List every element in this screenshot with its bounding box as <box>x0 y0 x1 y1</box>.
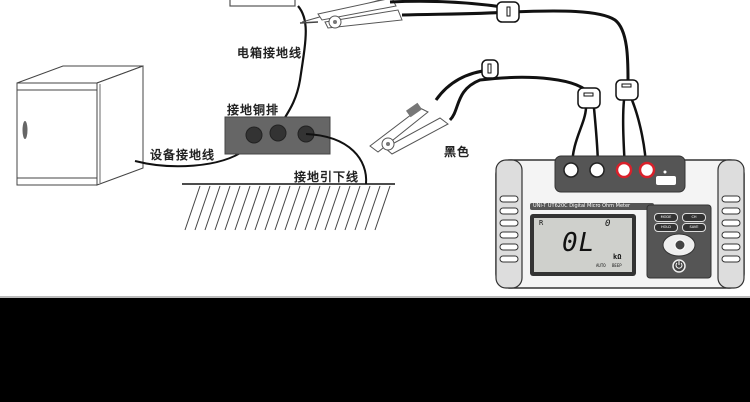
cabinet-ground-wire-label: 电箱接地线 <box>237 46 303 60</box>
ground-down-lead-label: 接地引下线 <box>294 170 360 184</box>
equipment-ground-wire-label: 设备接地线 <box>150 148 216 162</box>
ground-copper-bar-label: 接地铜排 <box>227 103 280 117</box>
meter-brand-strip: UNI-T UT620C Digital Micro Ohm Meter <box>533 203 630 209</box>
save-button[interactable]: SAVE <box>682 223 706 232</box>
copper-ground-bar <box>224 116 331 155</box>
lcd-index: 0 <box>605 219 611 229</box>
hold-button[interactable]: HOLD <box>654 223 678 232</box>
diagram-graphics <box>16 0 745 289</box>
dpad-enter-button[interactable] <box>663 234 695 256</box>
right-cable-splitter <box>615 79 639 101</box>
left-cable-splitter <box>577 87 601 109</box>
middle-cable-splitter <box>481 59 499 79</box>
black-lead-label: 黑色 <box>444 145 471 159</box>
bottom-banner <box>0 296 750 402</box>
meter-description: Digital Micro Ohm Meter <box>569 203 631 209</box>
lcd-reading: 0L <box>562 228 596 258</box>
top-kelvin-clip <box>299 0 403 29</box>
mode-button[interactable]: MODE <box>654 213 678 222</box>
lcd-mode: R <box>539 219 544 227</box>
middle-kelvin-clip <box>369 102 449 155</box>
ground-hatching <box>182 183 395 231</box>
power-button[interactable] <box>673 260 685 272</box>
wiring-diagram: 电箱接地线 接地铜排 设备接地线 接地引下线 黑色 UNI-T UT620C D… <box>16 0 745 289</box>
micro-ohm-meter <box>495 155 745 289</box>
ch-button[interactable]: CH <box>682 213 706 222</box>
meter-brand: UNI-T <box>533 203 547 209</box>
lcd-unit: kΩ <box>613 253 622 261</box>
top-cable-splitter <box>496 1 520 23</box>
electric-box <box>229 0 296 7</box>
lcd-indicator-auto: AUTO <box>596 263 606 268</box>
lcd-indicator-beep: BEEP <box>612 263 622 268</box>
meter-model: UT620C <box>547 203 568 209</box>
equipment-cabinet-icon <box>16 65 144 186</box>
